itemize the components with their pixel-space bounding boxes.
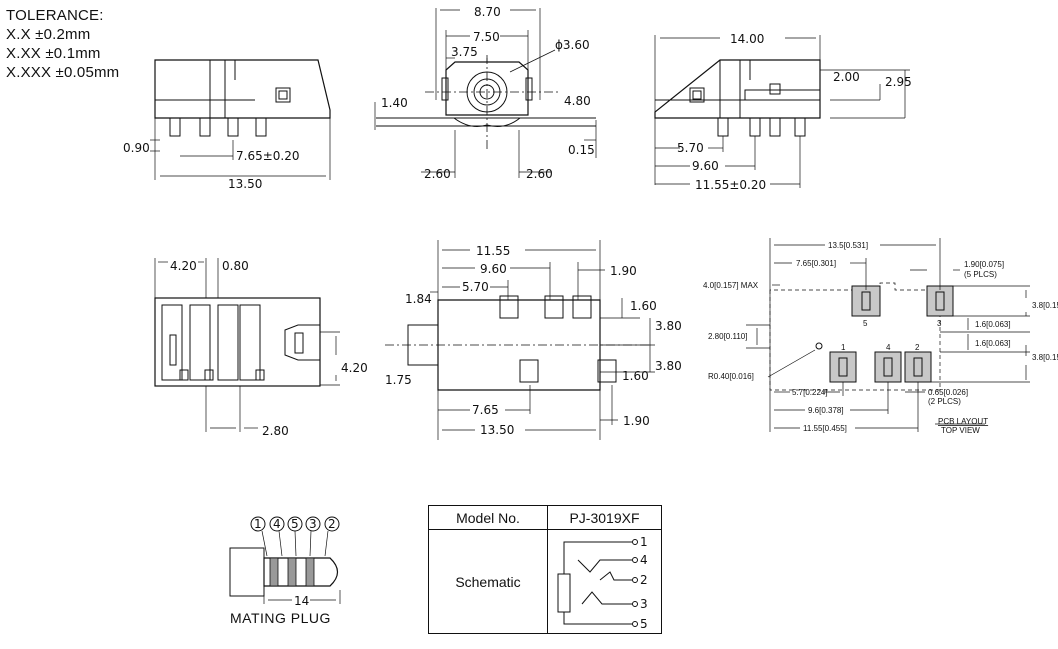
front-spring-contact: [453, 117, 521, 127]
pcb-dim-57: 5.7[0.224]: [792, 388, 828, 397]
side-left-dim-090: 0.90: [123, 141, 150, 155]
spec-table: Model No. PJ-3019XF Schematic: [428, 505, 662, 635]
front-dim-015: 0.15: [568, 143, 595, 157]
pcb-layout: 13.5[0.531] 7.65[0.301] 1.90[0.075] (5 P…: [703, 238, 1058, 435]
top-dim-190-bottom: 1.90: [623, 414, 650, 428]
tolerance-line-1: X.X ±0.2mm: [6, 26, 91, 43]
side-right-dim-200: 2.00: [833, 70, 860, 84]
top-dim-1155: 11.55: [476, 244, 510, 258]
front-view: 8.70 7.50 3.75 ϕ3.60 1.40 4.80 0.15 2.60…: [374, 5, 597, 181]
side-left-body: [154, 59, 331, 119]
top-dim-380-top: 3.80: [655, 319, 682, 333]
end-dim-420: 4.20: [170, 259, 197, 273]
pcb-dim-38-top: 3.8[0.150]: [1032, 301, 1058, 310]
plug-label-3: 3: [309, 517, 317, 531]
top-dim-570: 5.70: [462, 280, 489, 294]
front-dim-750: 7.50: [473, 30, 500, 44]
pcb-dim-16-bottom: 1.6[0.063]: [975, 339, 1011, 348]
tolerance-block: TOLERANCE: X.X ±0.2mm X.XX ±0.1mm X.XXX …: [6, 6, 119, 82]
top-dim-160-bottom: 1.60: [622, 369, 649, 383]
plug-caption: MATING PLUG: [230, 610, 331, 626]
table-header-model: Model No.: [428, 505, 548, 530]
pcb-pad-2: [904, 351, 932, 383]
pcb-dim-190: 1.90[0.075]: [964, 260, 1004, 269]
pcb-dim-96: 9.6[0.378]: [808, 406, 844, 415]
table-header-model-value: PJ-3019XF: [547, 505, 662, 530]
plug-label-2: 2: [328, 517, 336, 531]
side-view-left: 0.90 7.65±0.20 13.50: [123, 59, 331, 191]
mating-plug: 1 4 5 3 2 14: [229, 516, 341, 608]
side-right-dim-570: 5.70: [677, 141, 704, 155]
top-dim-190-top: 1.90: [610, 264, 637, 278]
front-dim-260-right: 2.60: [526, 167, 553, 181]
pcb-pin-label-5: 5: [863, 319, 868, 328]
front-body: [445, 61, 529, 116]
pcb-pad-5: [851, 285, 881, 317]
end-dim-080: 0.80: [222, 259, 249, 273]
table-schematic-label: Schematic: [428, 529, 548, 634]
top-dim-765: 7.65: [472, 403, 499, 417]
tolerance-heading: TOLERANCE:: [6, 7, 104, 24]
side-left-dim-1350: 13.50: [228, 177, 262, 191]
table-schematic-cell: [547, 529, 662, 634]
pcb-dim-765: 7.65[0.301]: [796, 259, 836, 268]
plug-tip: [263, 557, 339, 587]
plug-label-5: 5: [291, 517, 299, 531]
top-dim-1350: 13.50: [480, 423, 514, 437]
side-left-dim-765: 7.65±0.20: [236, 149, 300, 163]
pcb-pin-label-1: 1: [841, 343, 846, 352]
pcb-dim-r040: R0.40[0.016]: [708, 372, 754, 381]
top-dim-175: 1.75: [385, 373, 412, 387]
pcb-pad-1: [829, 351, 857, 383]
front-dim-375: 3.75: [451, 45, 478, 59]
end-dim-420-height: 4.20: [341, 361, 368, 375]
pcb-pin-label-3: 3: [937, 319, 942, 328]
side-right-body: [654, 59, 821, 119]
pcb-dim-1155: 11.55[0.455]: [803, 424, 847, 433]
side-view-right: 14.00 2.00 2.95 5.70 9.60 11.55±0.20: [654, 32, 912, 192]
pcb-dim-190-plcs: (5 PLCS): [964, 270, 997, 279]
pcb-pad-4: [874, 351, 902, 383]
pcb-dim-38-bottom: 3.8[0.150]: [1032, 353, 1058, 362]
front-dim-140: 1.40: [381, 96, 408, 110]
front-dim-260-left: 2.60: [424, 167, 451, 181]
pcb-dim-065-plcs: (2 PLCS): [928, 397, 961, 406]
tolerance-line-3: X.XXX ±0.05mm: [6, 64, 120, 81]
top-dim-184: 1.84: [405, 292, 432, 306]
side-right-dim-960: 9.60: [692, 159, 719, 173]
pcb-pin-label-2: 2: [915, 343, 920, 352]
front-dim-870: 8.70: [474, 5, 501, 19]
plug-label-1: 1: [254, 517, 262, 531]
top-view: 11.55 9.60 1.90 5.70 1.84 1.60 3.80 3.80…: [385, 240, 682, 440]
plug-label-4: 4: [273, 517, 281, 531]
front-dim-480: 4.80: [564, 94, 591, 108]
pcb-title: PCB LAYOUT: [938, 417, 988, 426]
top-dim-380-bottom: 3.80: [655, 359, 682, 373]
side-right-dim-1400: 14.00: [730, 32, 764, 46]
end-view: 4.20 0.80 4.20 2.80: [154, 258, 368, 438]
pcb-dim-065: 0.65[0.026]: [928, 388, 968, 397]
pcb-dim-16-top: 1.6[0.063]: [975, 320, 1011, 329]
top-dim-160-top: 1.60: [630, 299, 657, 313]
pcb-pin-label-4: 4: [886, 343, 891, 352]
front-dim-phi360: ϕ3.60: [555, 38, 590, 52]
plug-handle: [229, 547, 265, 597]
plug-length: 14: [294, 594, 309, 608]
side-right-dim-1155: 11.55±0.20: [695, 178, 766, 192]
pcb-dim-max: 4.0[0.157] MAX: [703, 281, 759, 290]
pcb-dim-280: 2.80[0.110]: [708, 332, 747, 341]
end-dim-280: 2.80: [262, 424, 289, 438]
pcb-dim-135: 13.5[0.531]: [828, 241, 868, 250]
side-right-dim-295: 2.95: [885, 75, 912, 89]
top-dim-960: 9.60: [480, 262, 507, 276]
tolerance-line-2: X.XX ±0.1mm: [6, 45, 101, 62]
pcb-subtitle: TOP VIEW: [941, 426, 980, 435]
pcb-pad-3: [926, 285, 954, 317]
